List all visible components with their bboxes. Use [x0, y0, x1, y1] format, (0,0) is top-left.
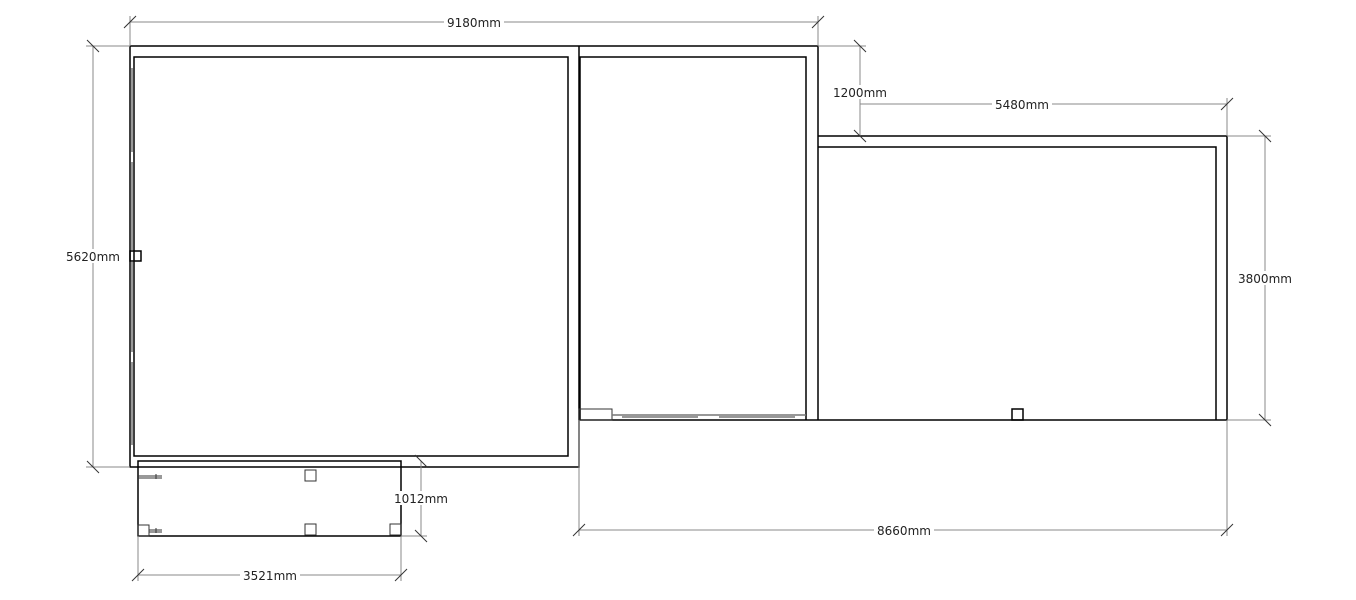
small-room — [137, 460, 402, 537]
dim-small-room-height: 1012mm — [394, 492, 448, 506]
socket-icon — [129, 250, 142, 262]
dimensions: 9180mm 5620mm 1200mm 5480mm 3800mm 8660m… — [63, 15, 1294, 583]
annex-outer-wall — [579, 135, 1228, 421]
socket-icon — [304, 469, 317, 482]
dim-bottom-right-width: 8660mm — [877, 524, 931, 538]
socket-icon — [1011, 408, 1024, 421]
room-1 — [133, 56, 569, 457]
fixtures — [129, 68, 1024, 537]
socket-icon — [137, 524, 150, 537]
annex-room — [818, 146, 1217, 420]
dim-top-width: 9180mm — [447, 16, 501, 30]
socket-icon — [389, 523, 402, 536]
walls — [129, 45, 1228, 537]
step — [578, 408, 613, 421]
dim-annex-height: 3800mm — [1238, 272, 1292, 286]
dim-left-height: 5620mm — [66, 250, 120, 264]
dim-offset: 1200mm — [833, 86, 887, 100]
socket-icon — [304, 523, 317, 536]
door-hinges — [138, 474, 162, 533]
left-outer-wall — [129, 46, 580, 468]
room-2 — [579, 56, 807, 420]
dim-small-room-width: 3521mm — [243, 569, 297, 583]
dim-annex-width: 5480mm — [995, 98, 1049, 112]
main-outer-wall — [130, 45, 819, 420]
